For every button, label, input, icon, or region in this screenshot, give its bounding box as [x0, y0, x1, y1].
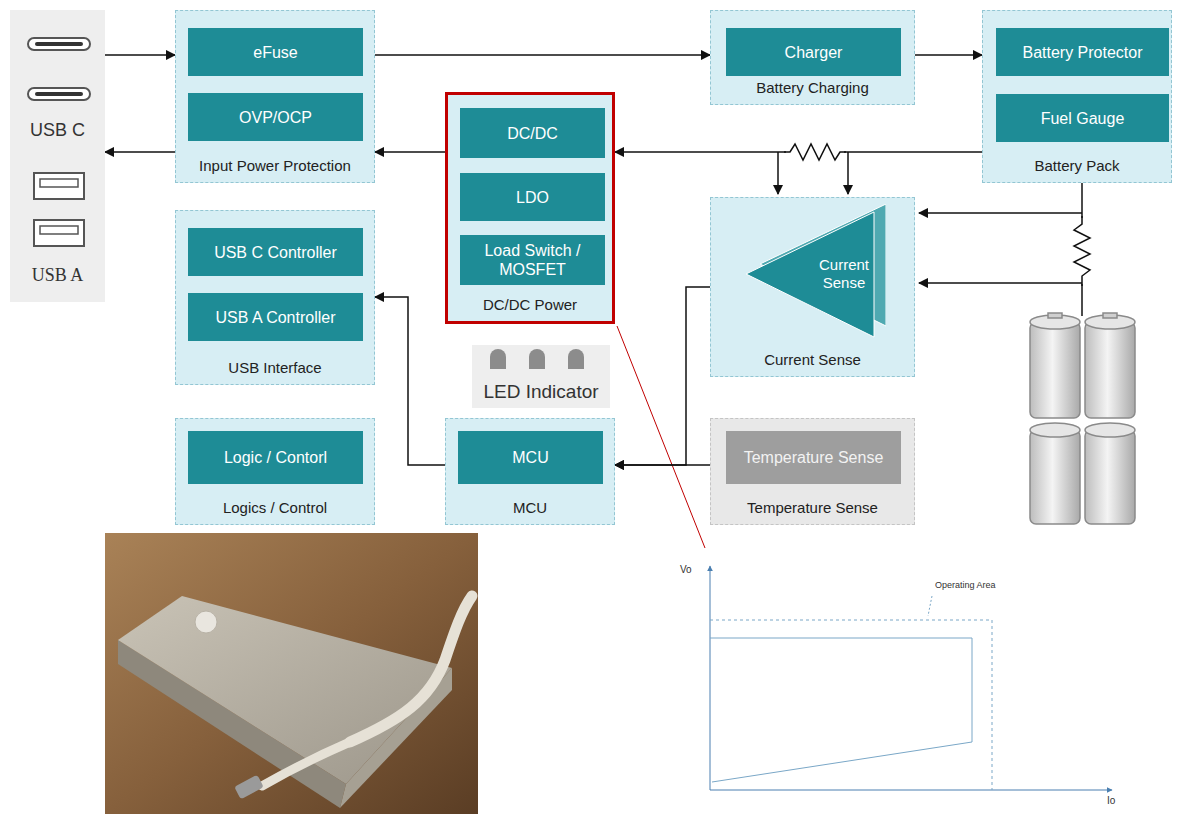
resistor-symbol — [1074, 216, 1090, 286]
group-label: MCU — [446, 499, 614, 517]
function-block: DC/DC — [460, 108, 605, 158]
group-panel: Battery Pack Battery ProtectorFuel Gauge — [982, 10, 1172, 183]
block-label: DC/DC — [507, 124, 558, 143]
function-block: Logic / Contorl — [188, 431, 363, 484]
function-block: eFuse — [188, 28, 363, 76]
connector-arrow — [105, 151, 175, 153]
operating-area-graph — [710, 566, 1112, 790]
block-label: MCU — [512, 448, 548, 467]
connector-arrow — [615, 287, 710, 465]
function-block: Temperature Sense — [726, 431, 901, 484]
group-label: Input Power Protection — [176, 157, 374, 175]
group-panel: Temperature SenseTemperature Sense — [710, 418, 915, 525]
connector-arrow — [375, 297, 445, 465]
group-panel: MCU MCU — [445, 418, 615, 525]
led-indicator-panel: LED Indicator — [472, 345, 610, 408]
group-label: Temperature Sense — [711, 499, 914, 517]
group-label: Current Sense — [711, 351, 914, 369]
function-block: Fuel Gauge — [996, 94, 1169, 142]
usb-port-icons — [10, 10, 105, 302]
led-label: LED Indicator — [472, 381, 610, 403]
block-label: USB A Controller — [215, 308, 335, 327]
group-panel: Logics / Control Logic / Contorl — [175, 418, 375, 525]
block-label: USB C Controller — [214, 243, 337, 262]
function-block: Charger — [726, 28, 901, 76]
group-label: Battery Pack — [983, 157, 1171, 175]
connector-arrow — [105, 54, 175, 56]
block-label: OVP/OCP — [239, 108, 312, 127]
axis-label: Io — [1106, 795, 1116, 806]
block-label: Battery Protector — [1022, 43, 1142, 62]
axis-label: Vo — [679, 564, 693, 575]
group-panel: Current SenseCurrent Sense — [710, 197, 915, 377]
function-block: MCU — [458, 431, 603, 484]
group-label: Battery Charging — [711, 79, 914, 97]
current-sense-amplifier: Current Sense — [746, 204, 886, 338]
axis-label: Operating Area — [934, 580, 997, 590]
port-label: USB C — [10, 120, 105, 140]
function-block: OVP/OCP — [188, 93, 363, 141]
block-label: Load Switch / MOSFET — [468, 241, 597, 279]
usb-port-panel: USB C USB A — [10, 10, 105, 302]
block-label: Temperature Sense — [744, 448, 884, 467]
group-panel: USB Interface USB C ControllerUSB A Contr… — [175, 210, 375, 385]
connector-arrow — [375, 54, 710, 56]
group-panel: DC/DC Power DC/DC LDO Load Switch / MOSFET — [445, 92, 615, 324]
group-panel: Input Power Protection eFuseOVP/OCP — [175, 10, 375, 183]
group-label: DC/DC Power — [448, 296, 612, 314]
battery-cells — [1030, 313, 1135, 524]
function-block: Load Switch / MOSFET — [460, 235, 605, 285]
connector-arrow — [615, 464, 710, 466]
function-block: USB C Controller — [188, 228, 363, 276]
port-label: USB A — [10, 265, 105, 285]
block-label: LDO — [516, 188, 549, 207]
group-panel: Battery Charging Charger — [710, 10, 915, 105]
callout-line — [617, 326, 705, 548]
amplifier-label: Current Sense — [806, 256, 882, 292]
connector-arrow — [375, 151, 445, 153]
power-bank-photo — [105, 533, 478, 814]
function-block: LDO — [460, 173, 605, 221]
block-label: eFuse — [253, 43, 297, 62]
block-label: Charger — [785, 43, 843, 62]
function-block: Battery Protector — [996, 28, 1169, 76]
function-block: USB A Controller — [188, 293, 363, 341]
group-label: Logics / Control — [176, 499, 374, 517]
group-label: USB Interface — [176, 359, 374, 377]
block-label: Fuel Gauge — [1041, 109, 1125, 128]
block-label: Logic / Contorl — [224, 448, 327, 467]
connector-arrow — [915, 54, 982, 56]
resistor-symbol — [784, 140, 846, 164]
